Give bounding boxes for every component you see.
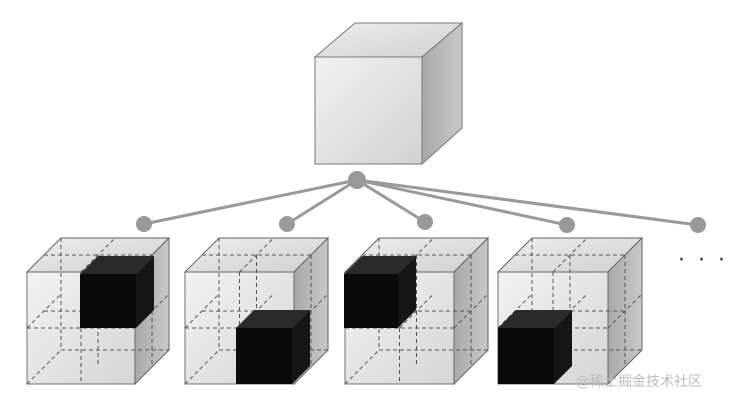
root-cube xyxy=(313,21,464,166)
subdivision-line xyxy=(184,349,220,385)
subdivision-line xyxy=(344,349,380,385)
connector-line-3 xyxy=(355,178,427,224)
child-cube-3 xyxy=(343,236,490,386)
root-node xyxy=(348,171,366,189)
child-node-4 xyxy=(559,217,575,233)
nodes xyxy=(136,171,706,233)
child-cube-1 xyxy=(25,236,171,386)
child-cubes xyxy=(25,236,644,386)
root-cube-front xyxy=(314,56,423,165)
more-ellipsis: · · · xyxy=(678,248,728,273)
subdivision-line xyxy=(26,349,62,385)
occupied-octant-block xyxy=(236,310,310,384)
child-cube-2 xyxy=(183,236,330,386)
subdivision-line xyxy=(607,293,643,329)
child-node-5 xyxy=(690,217,706,233)
child-node-1 xyxy=(136,216,152,232)
child-node-3 xyxy=(417,214,433,230)
watermark-text: @稀土掘金技术社区 xyxy=(576,374,702,390)
child-cube-4 xyxy=(496,236,644,386)
occupied-octant-block xyxy=(80,256,154,328)
occupied-octant-block xyxy=(344,256,416,328)
connector-line-4 xyxy=(355,178,569,227)
subdivision-line xyxy=(399,293,434,329)
connector-lines xyxy=(142,178,700,227)
child-node-2 xyxy=(279,216,295,232)
subdivision-line xyxy=(26,293,62,329)
connector-line-5 xyxy=(355,178,700,227)
subdivision-line xyxy=(184,293,220,329)
occupied-octant-block xyxy=(498,310,572,384)
connector-line-1 xyxy=(142,178,359,226)
connector-line-2 xyxy=(285,178,359,226)
